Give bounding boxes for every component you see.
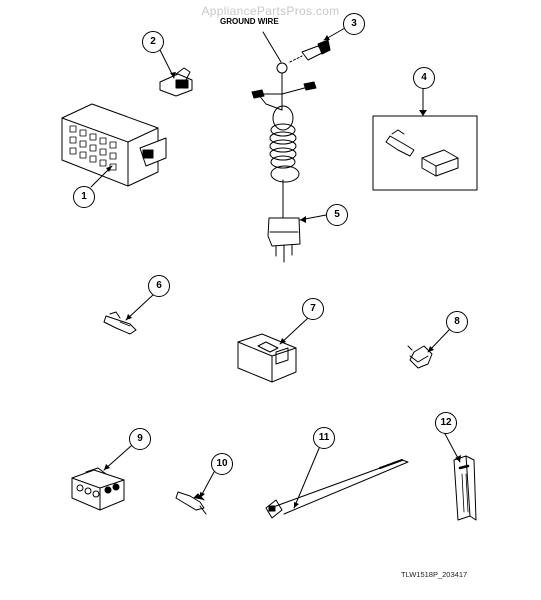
- callout-1[interactable]: 1: [73, 186, 95, 208]
- callout-12[interactable]: 12: [435, 412, 457, 434]
- diagram-code: TLW1518P_203417: [401, 570, 468, 579]
- callout-9[interactable]: 9: [129, 428, 151, 450]
- leader-lines: [90, 27, 461, 509]
- callout-10[interactable]: 10: [211, 453, 233, 475]
- watermark: AppliancePartsPros.com: [201, 4, 340, 18]
- part-10-pin-terminal[interactable]: [175, 491, 207, 515]
- callout-8[interactable]: 8: [446, 311, 468, 333]
- part-2-connector-clip[interactable]: [159, 67, 193, 97]
- part-3-ground-screw[interactable]: [289, 39, 331, 63]
- part-5-power-cord[interactable]: [251, 31, 317, 263]
- part-1-terminal-block[interactable]: [61, 103, 167, 187]
- part-11-cable-tie[interactable]: [265, 459, 409, 519]
- ground-wire-label: GROUND WIRE: [220, 17, 279, 26]
- part-12-mounting-bracket[interactable]: [453, 455, 477, 521]
- callout-11[interactable]: 11: [313, 427, 335, 449]
- leader-arrowheads: [104, 35, 461, 508]
- callout-6[interactable]: 6: [148, 275, 170, 297]
- callout-7[interactable]: 7: [302, 298, 324, 320]
- part-9-plug-connector[interactable]: [71, 467, 125, 511]
- part-8-wire-clip[interactable]: [407, 345, 433, 369]
- part-7-connector-housing[interactable]: [237, 333, 297, 383]
- callout-4[interactable]: 4: [413, 67, 435, 89]
- callout-5[interactable]: 5: [326, 204, 348, 226]
- callout-2[interactable]: 2: [142, 31, 164, 53]
- part-6-terminal[interactable]: [103, 311, 137, 335]
- part-4-terminal-kit[interactable]: [372, 115, 478, 191]
- callout-3[interactable]: 3: [343, 13, 365, 35]
